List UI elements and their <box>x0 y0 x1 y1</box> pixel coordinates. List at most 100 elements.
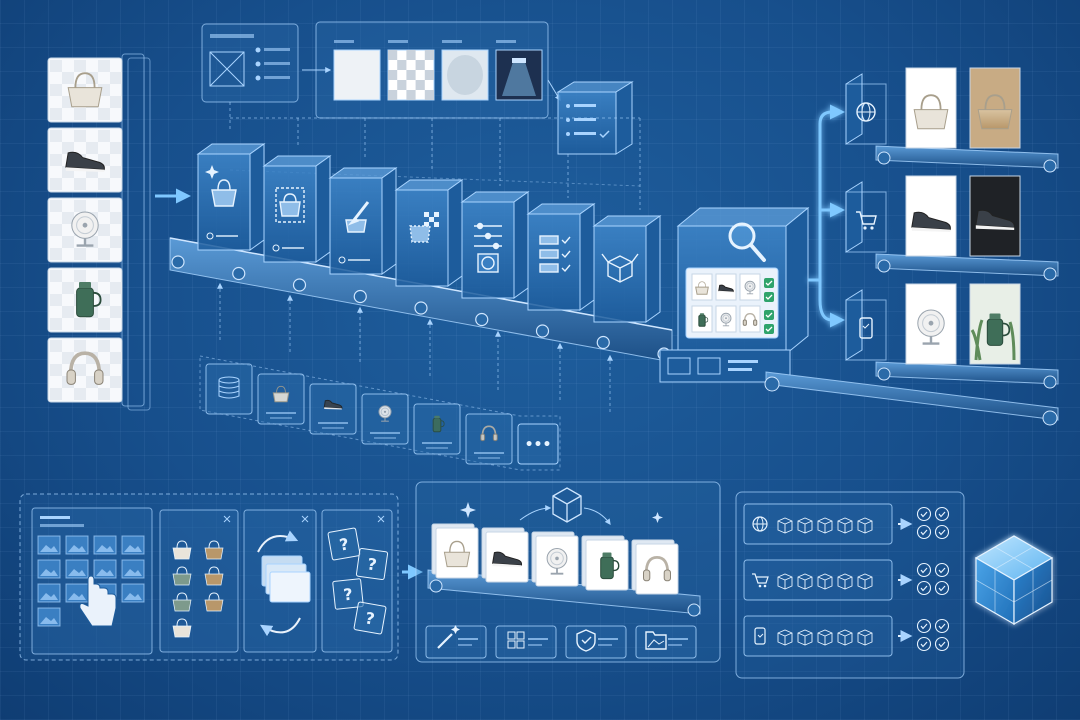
stage-cube[interactable] <box>328 167 398 275</box>
unknown-item-card[interactable]: ? <box>353 601 387 635</box>
qa-thumbnail[interactable] <box>739 305 761 333</box>
close-icon[interactable] <box>377 515 385 523</box>
belt-roller <box>1043 159 1057 173</box>
unknown-item-card[interactable]: ? <box>327 527 361 561</box>
more-assets-button[interactable]: ••• <box>517 423 559 465</box>
input-card[interactable] <box>47 197 123 263</box>
close-icon[interactable] <box>223 515 231 523</box>
fan-icon <box>378 405 392 422</box>
qa-thumbnail[interactable] <box>691 273 713 301</box>
gallery-thumbnail[interactable] <box>37 583 61 603</box>
channel-product-card[interactable] <box>969 175 1021 257</box>
hand-cursor-icon <box>79 575 117 627</box>
stage-cube[interactable] <box>196 143 266 251</box>
belt-roller <box>171 255 185 269</box>
check-circle-icon <box>934 580 950 596</box>
channel-product-card[interactable] <box>905 175 957 257</box>
belt-roller <box>877 367 891 381</box>
channel-product-card[interactable] <box>905 283 957 365</box>
box-icon <box>837 629 853 646</box>
handbag-variant[interactable] <box>172 592 192 612</box>
globe-icon <box>752 516 768 532</box>
qa-output-belt <box>764 371 1059 426</box>
curation-panel: ???? <box>19 493 399 661</box>
box-icon <box>817 573 833 590</box>
qa-thumbnail[interactable] <box>715 305 737 333</box>
gallery-thumbnail[interactable] <box>37 607 61 627</box>
handbag-variant[interactable] <box>172 618 192 638</box>
asset-item-headphones[interactable] <box>465 413 513 465</box>
background-option-spotlight[interactable] <box>495 40 543 101</box>
gallery-thumbnail[interactable] <box>121 535 145 555</box>
background-option-plain[interactable] <box>333 40 381 101</box>
check-circle-icon <box>934 524 950 540</box>
magic-wand-icon[interactable] <box>425 625 487 659</box>
headphones-icon <box>66 351 104 385</box>
batch-product-card[interactable] <box>481 527 529 583</box>
qa-thumbnail[interactable] <box>715 273 737 301</box>
qa-thumbnail[interactable] <box>691 305 713 333</box>
unknown-item-card[interactable]: ? <box>332 578 364 610</box>
status-row-globe <box>743 503 950 545</box>
stack-back-2 <box>121 53 145 407</box>
stage-cube[interactable] <box>526 203 596 311</box>
stage-cube[interactable] <box>460 191 530 299</box>
background-option-gradient[interactable] <box>441 40 489 101</box>
channel-cart <box>845 175 1059 281</box>
channel-product-card[interactable] <box>905 67 957 149</box>
handbag-variant[interactable] <box>204 592 224 612</box>
grid-icon[interactable] <box>495 625 557 659</box>
cart-icon <box>752 573 769 588</box>
status-row-mobile <box>743 615 950 657</box>
gallery-thumbnail[interactable] <box>65 559 89 579</box>
input-card[interactable] <box>47 337 123 403</box>
batch-product-card[interactable] <box>431 523 479 579</box>
globe-icon[interactable] <box>845 73 887 145</box>
unknown-item-card[interactable]: ? <box>355 547 389 581</box>
handbag-variant[interactable] <box>204 566 224 586</box>
input-card[interactable] <box>47 127 123 193</box>
input-card[interactable] <box>47 57 123 123</box>
check-circle-icon <box>934 562 950 578</box>
check-icon <box>764 278 774 302</box>
gallery-thumbnail[interactable] <box>65 535 89 555</box>
channel-product-card[interactable] <box>969 67 1021 149</box>
gallery-thumbnail[interactable] <box>121 559 145 579</box>
batch-product-card[interactable] <box>531 531 579 587</box>
asset-item-database[interactable] <box>205 363 253 415</box>
gallery-thumbnail[interactable] <box>93 535 117 555</box>
handbag-variant[interactable] <box>204 540 224 560</box>
asset-item-bottle[interactable] <box>413 403 461 455</box>
asset-dashed-connectors <box>217 282 613 412</box>
background-option-transparent[interactable] <box>387 40 435 101</box>
output-cube-icon <box>974 535 1054 626</box>
handbag-variant[interactable] <box>172 540 192 560</box>
shield-check-icon[interactable] <box>565 625 627 659</box>
gallery-thumbnail[interactable] <box>37 559 61 579</box>
mobile-icon[interactable] <box>845 289 887 361</box>
channel-product-card[interactable] <box>969 283 1021 365</box>
qa-thumbnail[interactable] <box>739 273 761 301</box>
sliders-icon <box>474 222 502 273</box>
stage-cube[interactable] <box>592 215 662 323</box>
asset-item-handbag[interactable] <box>257 373 305 425</box>
asset-item-fan[interactable] <box>361 393 409 445</box>
folder-image-icon[interactable] <box>635 625 697 659</box>
input-card[interactable] <box>47 267 123 333</box>
handbag-variant[interactable] <box>172 566 192 586</box>
stage-cube[interactable] <box>394 179 464 287</box>
close-icon[interactable] <box>301 515 309 523</box>
belt-roller <box>596 335 610 350</box>
gallery-thumbnail[interactable] <box>121 583 145 603</box>
asset-item-sneaker[interactable] <box>309 383 357 435</box>
cart-icon[interactable] <box>845 181 887 253</box>
channel-belt <box>875 253 1059 277</box>
gallery-thumbnail[interactable] <box>93 559 117 579</box>
gallery-thumbnail[interactable] <box>65 583 89 603</box>
stage-cube[interactable] <box>262 155 332 263</box>
batch-product-card[interactable] <box>631 539 679 595</box>
gallery-thumbnail[interactable] <box>37 535 61 555</box>
batch-product-card[interactable] <box>581 535 629 591</box>
